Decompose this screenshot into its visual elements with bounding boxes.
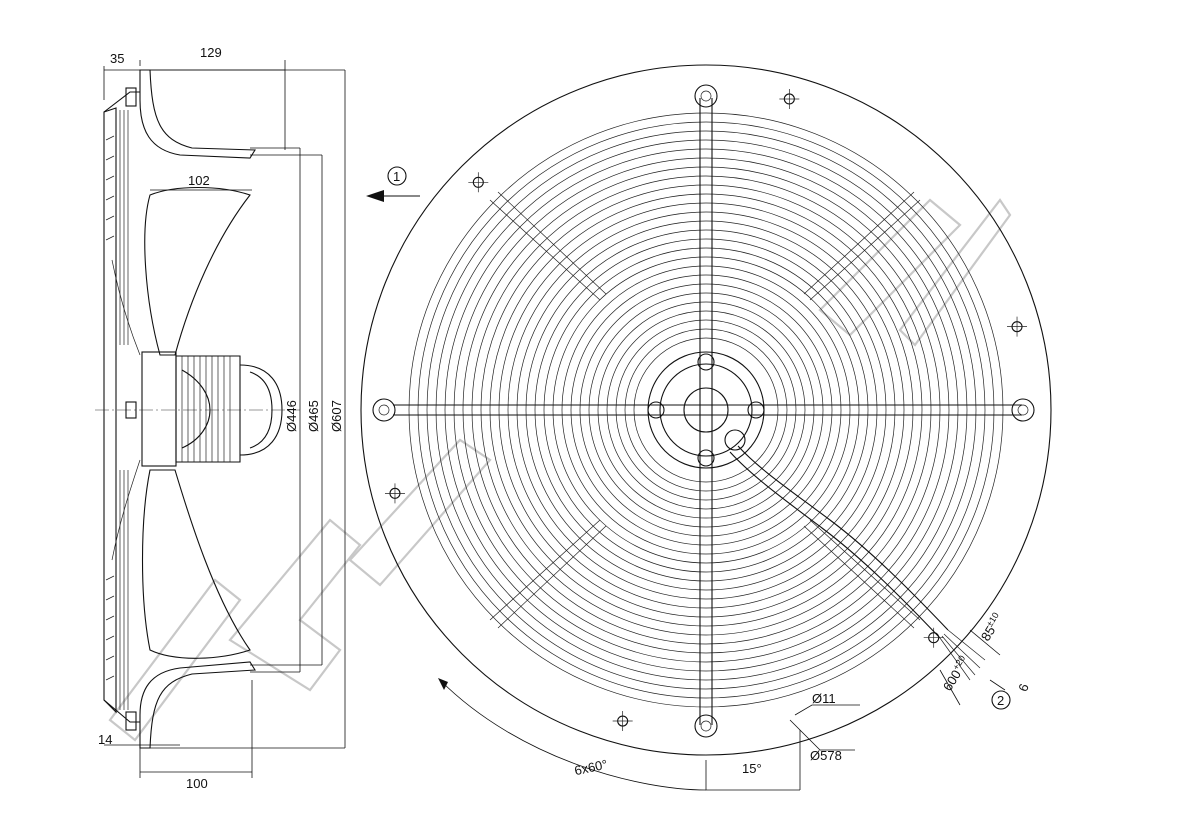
guard-ring (408, 112, 1004, 708)
dim-35-label: 35 (110, 51, 124, 66)
guard-ring (552, 256, 860, 564)
airflow-arrow: 1 (366, 166, 420, 202)
guard-ring (543, 247, 869, 573)
guard-ring (417, 121, 995, 699)
mounting-hole (923, 627, 944, 648)
guard-ring (588, 292, 824, 528)
front-view: 6x60° 15° Ø11 Ø578 600 +20 85 ±10 6 2 (360, 64, 1052, 791)
watermark-logo (108, 198, 1012, 742)
angle-pattern-label: 6x60° (573, 757, 609, 779)
airflow-marker: 1 (393, 169, 400, 184)
mounting-hole (384, 483, 405, 504)
dia-465-label: Ø465 (306, 400, 321, 432)
guard-ring (615, 319, 797, 501)
dim-102-label: 102 (188, 173, 210, 188)
mounting-hole (612, 711, 633, 732)
guard-ring (516, 220, 896, 600)
mounting-hole (468, 172, 489, 193)
cable-marker: 2 (997, 693, 1004, 708)
guard-ring (498, 202, 914, 618)
guard-ring (435, 139, 977, 681)
wire-length-tolerance: ±10 (984, 611, 1000, 629)
guard-ring (489, 193, 923, 627)
guard-ring (633, 337, 779, 483)
mounting-hole (779, 88, 800, 109)
guard-ring (471, 175, 941, 645)
guard-ring (462, 166, 950, 654)
hole-dia-label: Ø11 (812, 691, 836, 706)
guard-ring (579, 283, 833, 537)
side-view: 35 129 102 14 100 Ø446 Ø465 Ø607 (95, 45, 346, 791)
mounting-hole (1007, 316, 1028, 337)
wire-count-label: 6 (1015, 682, 1032, 694)
dim-129-label: 129 (200, 45, 222, 60)
guard-ring (570, 274, 842, 546)
dim-14-label: 14 (98, 732, 112, 747)
wire-length-label: 85 (978, 623, 998, 643)
angle-15-label: 15° (742, 761, 762, 776)
guard-ring (480, 184, 932, 636)
bolt-circle-label: Ø578 (810, 748, 842, 763)
guard-ring (426, 130, 986, 690)
guard-ring (624, 328, 788, 492)
dia-607-label: Ø607 (329, 400, 344, 432)
guard-ring (444, 148, 968, 672)
guard-ring (606, 310, 806, 510)
mounting-holes (384, 88, 1028, 732)
guard-ring (534, 238, 878, 582)
cable-length-label: 600 (940, 667, 964, 693)
guard-ring (507, 211, 905, 609)
guard-rings (408, 112, 1004, 708)
dia-446-label: Ø446 (284, 400, 299, 432)
guard-ring (453, 157, 959, 663)
guard-ring (525, 229, 887, 591)
guard-ring (561, 265, 851, 555)
dim-100-label: 100 (186, 776, 208, 791)
guard-ring (597, 301, 815, 519)
